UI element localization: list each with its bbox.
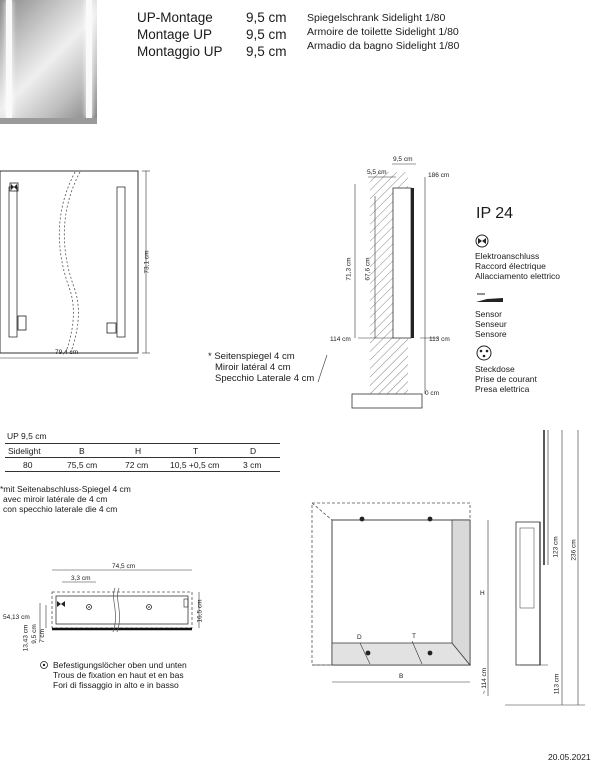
niche-h-236: 236 cm xyxy=(570,539,578,561)
mount-label-fr: Montage UP xyxy=(137,27,213,42)
legend-electrical-it: Allacciamento elettrico xyxy=(475,271,561,281)
top-d-7: 7 cm xyxy=(39,628,47,644)
side-mirror-note-it: Specchio Laterale 4 cm xyxy=(215,373,315,384)
side-h-114: 114 cm xyxy=(330,336,351,343)
niche-t: T xyxy=(412,633,416,640)
mount-depth-fr: 9,5 cm xyxy=(246,27,287,42)
legend-electrical-fr: Raccord électrique xyxy=(475,261,546,271)
spec-cell-d: 3 cm xyxy=(243,460,262,470)
legend-socket-it: Presa elettrica xyxy=(475,384,530,394)
niche-h-113: 113 cm xyxy=(553,673,561,695)
mount-label-de: UP-Montage xyxy=(137,10,213,25)
product-name-de: Spiegelschrank Sidelight 1/80 xyxy=(307,12,446,24)
product-name-fr: Armoire de toilette Sidelight 1/80 xyxy=(307,26,459,38)
top-d-9-5: 9,5 cm xyxy=(30,624,38,644)
legend-socket-fr: Prise de courant xyxy=(475,374,537,384)
product-photo xyxy=(0,0,97,124)
legend-sensor-de: Sensor xyxy=(475,309,502,319)
spec-header-t: T xyxy=(193,446,199,456)
legend-sensor-fr: Senseur xyxy=(475,319,507,329)
side-d-9-5: 9,5 cm xyxy=(393,156,413,163)
niche-h-114: ~ 114 cm xyxy=(481,667,489,695)
niche-b: B xyxy=(399,673,404,680)
legend-sensor-it: Sensore xyxy=(475,329,507,339)
fixing-note-de: Befestigungslöcher oben und unten xyxy=(53,660,187,670)
ip-rating: IP 24 xyxy=(476,205,514,222)
spec-header-d: D xyxy=(250,446,257,456)
side-h-113: 113 cm xyxy=(429,336,450,343)
spec-note-fr: avec miroir latérale de 4 cm xyxy=(3,494,108,504)
front-height-label: 73,1 cm xyxy=(143,250,151,274)
spec-header-sidelight: Sidelight xyxy=(8,446,41,456)
socket-icon xyxy=(476,345,492,361)
niche-d: D xyxy=(357,634,362,641)
spec-header-b: B xyxy=(79,446,85,456)
top-d-54-13: 54,13 cm xyxy=(3,614,30,621)
mount-depth-de: 9,5 cm xyxy=(246,10,287,25)
spec-table-title: UP 9,5 cm xyxy=(7,431,47,441)
product-name-it: Armadio da bagno Sidelight 1/80 xyxy=(307,40,460,52)
side-mirror-note-de: * Seitenspiegel 4 cm xyxy=(208,351,295,362)
document-date: 20.05.2021 xyxy=(548,752,591,762)
spec-note-de: *mit Seitenabschluss-Spiegel 4 cm xyxy=(0,484,131,494)
spec-cell-t: 10,5 +0,5 cm xyxy=(170,460,220,470)
side-d-5-5: 5,5 cm xyxy=(367,169,387,176)
spec-cell-b: 75,5 cm xyxy=(67,460,98,470)
spec-cell-h: 72 cm xyxy=(125,460,149,470)
mount-label-it: Montaggio UP xyxy=(137,44,223,59)
fixing-note-it: Fori di fissaggio in alto e in basso xyxy=(53,680,179,690)
top-d-3-3: 3,3 cm xyxy=(71,575,91,582)
side-h-67-6: 67,6 cm xyxy=(364,257,372,281)
spec-header-h: H xyxy=(135,446,142,456)
fixing-note-fr: Trous de fixation en haut et en bas xyxy=(53,670,184,680)
spec-cell-sidelight: 80 xyxy=(23,460,33,470)
side-mirror-note-fr: Miroir latéral 4 cm xyxy=(215,362,291,373)
top-d-13-43: 13,43 cm xyxy=(22,624,30,652)
niche-h-123: 123 cm xyxy=(552,536,560,558)
niche-h: H xyxy=(480,590,485,597)
legend-electrical-de: Elektroanschluss xyxy=(475,251,540,261)
top-width: 74,5 cm xyxy=(112,563,136,570)
side-d-186: 186 cm xyxy=(428,172,450,179)
top-d-16-5: 16,5 cm xyxy=(196,599,204,623)
electrical-icon xyxy=(475,234,489,248)
side-h-71-3: 71,3 cm xyxy=(345,257,353,281)
front-width-label: 79,4 cm xyxy=(55,349,79,356)
spec-note-it: con specchio laterale die 4 cm xyxy=(3,504,118,514)
legend-socket-de: Steckdose xyxy=(475,364,515,374)
sensor-icon xyxy=(476,293,503,302)
fixing-hole-icon xyxy=(40,661,48,669)
side-zero: 0 cm xyxy=(425,390,440,397)
mount-depth-it: 9,5 cm xyxy=(246,44,287,59)
